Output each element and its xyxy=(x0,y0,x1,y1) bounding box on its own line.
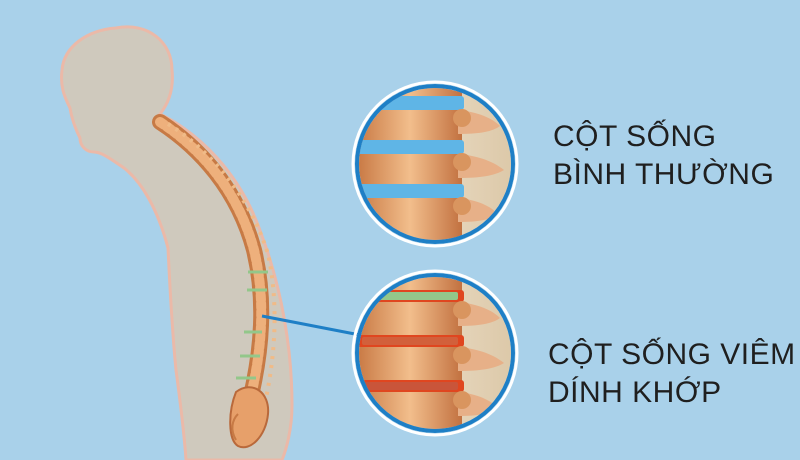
ankylosing-spine-label-line1: CỘT SỐNG VIÊM xyxy=(548,338,796,371)
human-silhouette xyxy=(60,25,294,460)
normal-spine-label-line1: CỘT SỐNG xyxy=(553,120,717,153)
ankylosing-spine-detail xyxy=(351,269,519,437)
normal-spine-detail xyxy=(351,80,519,248)
pointer-line xyxy=(261,314,361,337)
ankylosing-spine-label-line2: DÍNH KHỚP xyxy=(548,376,722,409)
normal-spine-label: CỘT SỐNG BÌNH THƯỜNG xyxy=(553,118,774,194)
ankylosing-spine-label: CỘT SỐNG VIÊM DÍNH KHỚP xyxy=(548,336,796,412)
normal-spine-label-line2: BÌNH THƯỜNG xyxy=(553,158,775,191)
spine xyxy=(152,114,277,449)
